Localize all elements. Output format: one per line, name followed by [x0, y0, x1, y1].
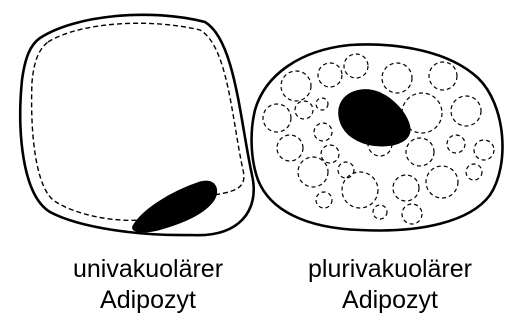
univacuolar-caption-line2: Adipozyt: [28, 285, 268, 316]
lipid-droplet: [342, 172, 378, 208]
lipid-droplet: [281, 71, 311, 101]
univacuolar-adipocyte: [20, 15, 253, 235]
lipid-droplet: [373, 205, 387, 219]
lipid-droplet: [316, 192, 332, 208]
univacuolar-caption: univakuolärer Adipozyt: [28, 254, 268, 316]
lipid-droplet: [295, 101, 313, 119]
lipid-droplet: [338, 162, 354, 178]
lipid-droplet: [474, 140, 494, 160]
plurivacuolar-caption-line2: Adipozyt: [270, 285, 510, 316]
univacuolar-nucleus: [133, 181, 217, 232]
lipid-droplet: [314, 123, 332, 141]
lipid-droplet: [393, 175, 419, 201]
lipid-droplet: [263, 104, 291, 132]
lipid-droplet: [318, 63, 342, 87]
plurivacuolar-caption: plurivakuolärer Adipozyt: [270, 254, 510, 316]
lipid-droplet: [316, 98, 328, 110]
lipid-droplet: [466, 164, 482, 180]
lipid-droplet: [429, 62, 457, 90]
univacuolar-caption-line1: univakuolärer: [28, 254, 268, 285]
plurivacuolar-nucleus: [339, 90, 410, 146]
lipid-droplet: [344, 54, 368, 78]
lipid-droplet: [402, 204, 422, 224]
lipid-droplet: [382, 63, 412, 93]
plurivacuolar-caption-line1: plurivakuolärer: [270, 254, 510, 285]
lipid-droplet: [321, 145, 339, 163]
lipid-droplet: [447, 135, 465, 153]
lipid-droplet: [298, 157, 328, 187]
lipid-droplet: [426, 166, 458, 198]
lipid-droplet: [277, 135, 303, 161]
plurivacuolar-adipocyte: [252, 44, 503, 230]
lipid-droplet: [451, 96, 481, 126]
lipid-droplet: [406, 138, 434, 166]
